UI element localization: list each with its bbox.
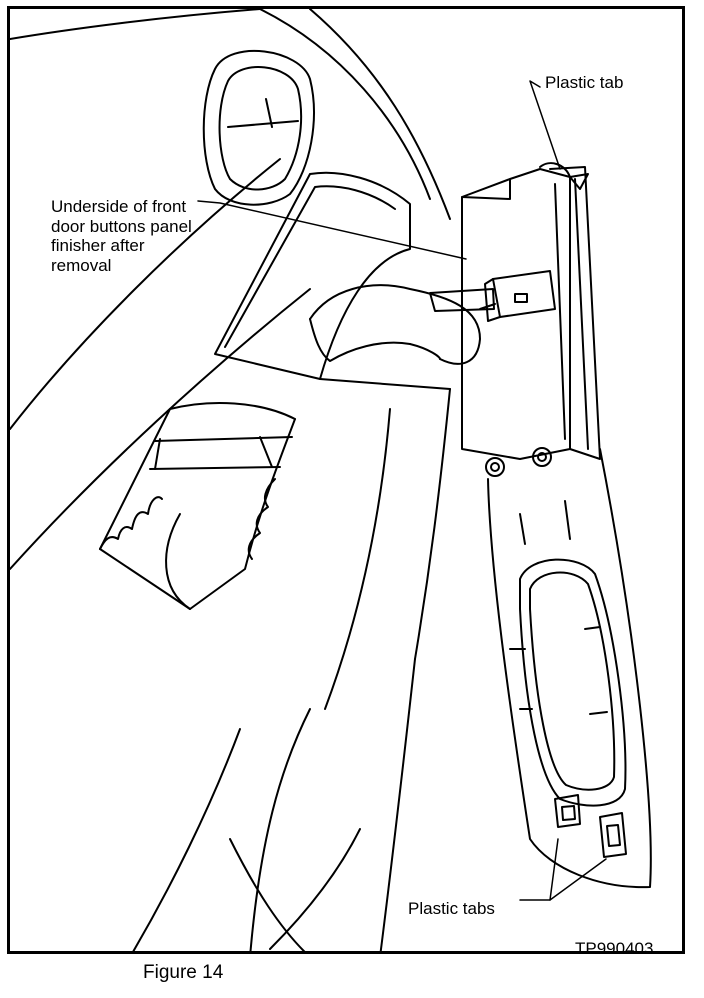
leader-lines [197,80,607,901]
callout-plastic-tab: Plastic tab [545,73,624,92]
callout-underside-panel: Underside of front door buttons panel fi… [51,197,192,275]
wiring-harness [309,284,496,365]
panel-opening [214,171,451,390]
callout-plastic-tabs: Plastic tabs [408,899,495,918]
buttons-panel-finisher [429,162,601,477]
door-panel-illustration [10,9,652,951]
figure-caption: Figure 14 [143,962,224,983]
figure-code: TP990403 [575,939,654,954]
door-handle-recess [202,49,315,206]
finisher-lower-body [487,448,652,889]
door-trim-outline [10,9,451,951]
armrest-pull-cup [99,402,296,610]
figure-frame: Plastic tab Underside of front door butt… [7,6,685,954]
